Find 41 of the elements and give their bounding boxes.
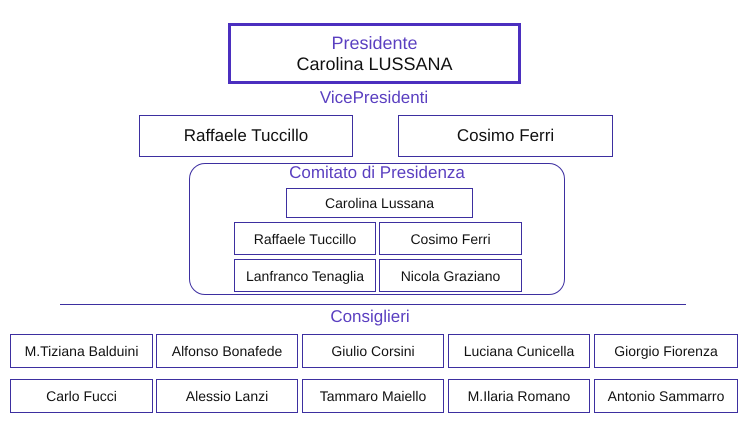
person-name: M.Ilaria Romano: [468, 388, 570, 404]
name-box: [234, 222, 376, 255]
name-box: [156, 379, 298, 413]
name-box: [302, 334, 444, 368]
title-box: [228, 23, 521, 84]
group-panel: [189, 163, 565, 295]
name-box: [139, 115, 353, 157]
person-name: Antonio Sammarro: [608, 388, 724, 404]
name-box: [156, 334, 298, 368]
heading: Presidente: [331, 32, 418, 54]
person-name: Nicola Graziano: [400, 268, 500, 284]
person-name: Alessio Lanzi: [186, 388, 268, 404]
person-name: Carolina Lussana: [325, 195, 434, 211]
person-name: Carolina LUSSANA: [296, 54, 453, 74]
name-box: [398, 115, 613, 157]
person-name: Giulio Corsini: [331, 343, 415, 359]
person-name: Cosimo Ferri: [456, 126, 554, 146]
name-box: [10, 334, 153, 368]
name-box: [10, 379, 153, 413]
section-heading: Consiglieri: [330, 307, 410, 327]
person-name: Cosimo Ferri: [410, 230, 491, 246]
heading: Comitato di Presidenza: [289, 163, 465, 183]
person-name: Lanfranco Tenaglia: [246, 268, 364, 284]
person-name: Raffaele Tuccillo: [184, 126, 308, 146]
name-box: [594, 379, 738, 413]
person-name: Tammaro Maiello: [320, 388, 426, 404]
person-name: M.Tiziana Balduini: [24, 343, 138, 359]
person-name: Raffaele Tuccillo: [254, 230, 356, 246]
name-box: [448, 334, 590, 368]
name-box: [594, 334, 738, 368]
section-heading: VicePresidenti: [320, 88, 428, 108]
name-box: [302, 379, 444, 413]
name-box: [379, 259, 522, 292]
person-name: Alfonso Bonafede: [172, 343, 282, 359]
name-box: [379, 222, 522, 255]
name-box: [448, 379, 590, 413]
name-box: [234, 259, 376, 292]
person-name: Luciana Cunicella: [464, 343, 574, 359]
name-box: [286, 188, 473, 218]
person-name: Giorgio Fiorenza: [614, 343, 718, 359]
person-name: Carlo Fucci: [46, 388, 117, 404]
